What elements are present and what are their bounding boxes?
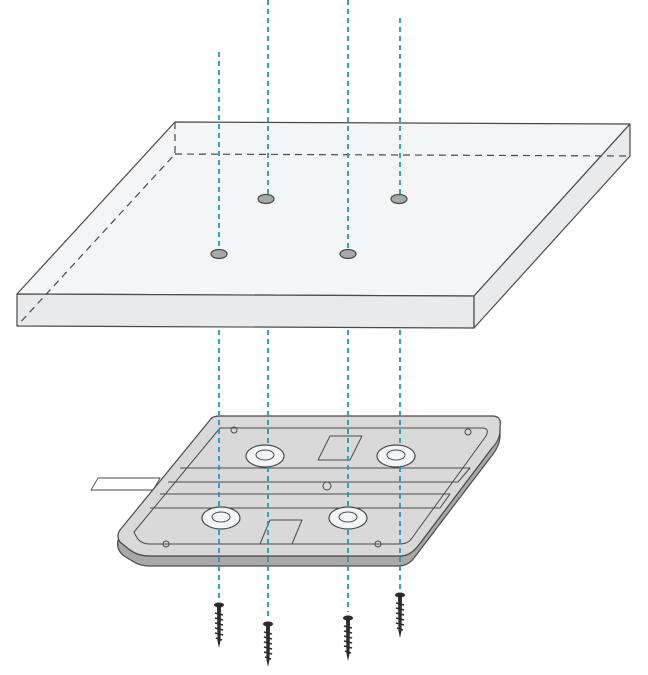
board-hole-1 <box>257 193 275 205</box>
bracket-latch-tab <box>90 477 161 491</box>
bracket-boss-1 <box>245 444 285 468</box>
bracket-corner-hole-3 <box>162 540 170 548</box>
bracket-corner-hole-1 <box>230 426 238 434</box>
screws <box>214 592 405 667</box>
bracket-boss-2 <box>376 444 416 468</box>
screw-1 <box>214 602 224 648</box>
screw-2 <box>263 621 273 667</box>
bracket-inner-rim <box>133 427 488 545</box>
board-hole-3 <box>210 248 228 260</box>
mounting-bracket <box>90 415 501 567</box>
bracket-corner-hole-4 <box>374 540 382 548</box>
bracket-corner-hole-2 <box>464 428 472 436</box>
bracket-top-face <box>117 415 501 557</box>
screw-4 <box>395 592 405 638</box>
board-right-face <box>473 123 631 329</box>
screw-3 <box>343 615 353 661</box>
bracket-boss-4 <box>328 506 368 530</box>
mounting-surface-board <box>16 121 631 329</box>
board-hidden-edge-back <box>174 153 631 157</box>
bracket-rib-upper <box>168 467 471 483</box>
bracket-rib-middle <box>150 493 451 509</box>
board-top-face <box>16 121 631 297</box>
bracket-slot-lower <box>259 519 303 545</box>
board-hole-4 <box>339 248 357 260</box>
bracket-small-hole <box>322 481 332 491</box>
bracket-slot-upper <box>317 435 363 461</box>
bracket-boss-3 <box>201 506 241 530</box>
alignment-guides <box>218 0 401 620</box>
board-front-face <box>16 293 475 329</box>
board-hole-2 <box>390 193 408 205</box>
